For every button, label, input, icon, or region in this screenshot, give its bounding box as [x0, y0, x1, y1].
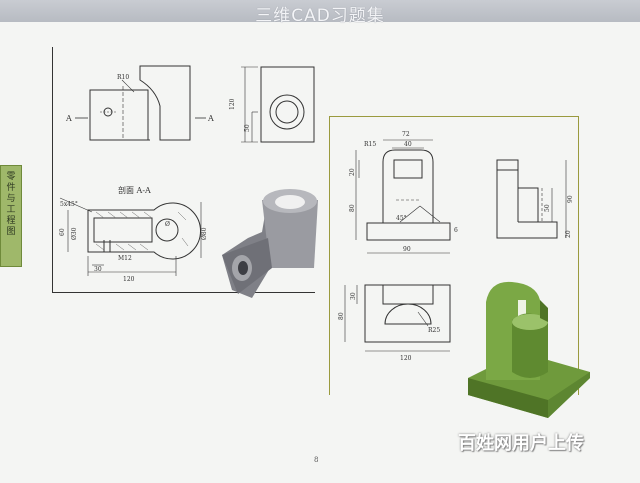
dim-50-side: 50 — [544, 204, 551, 212]
dim-r25: R25 — [428, 327, 440, 334]
dim-40: 40 — [404, 141, 412, 148]
dim-30-top: 30 — [350, 292, 357, 300]
dim-72: 72 — [402, 131, 410, 138]
dim-m12: M12 — [118, 255, 132, 262]
dim-phi30: Ø30 — [71, 227, 78, 240]
dim-r10: R10 — [117, 74, 129, 81]
section-hatching — [95, 211, 189, 251]
section-arrow-a-left: A — [65, 114, 72, 123]
dim-90-bottom: 90 — [403, 246, 411, 253]
dim-120-vertical: 120 — [229, 98, 236, 110]
left-section-view — [59, 197, 202, 276]
right-3d-model — [468, 281, 590, 418]
dim-90-side: 90 — [567, 195, 574, 203]
page-number: 8 — [314, 456, 319, 464]
page-header: 三维CAD习题集 — [0, 0, 640, 26]
left-3d-model — [222, 189, 318, 298]
dim-80-left: 80 — [349, 204, 356, 212]
dim-6: 6 — [454, 227, 458, 234]
dim-30: 30 — [94, 266, 102, 273]
left-front-view — [75, 65, 206, 141]
dim-20-left: 20 — [349, 168, 356, 176]
exercise-left-frame — [52, 47, 315, 293]
dim-45-degrees: 45° — [396, 215, 407, 222]
left-side-view — [241, 66, 315, 143]
chapter-tab: 零件与工程图 — [0, 165, 22, 267]
dim-phi60: 60 — [59, 228, 66, 236]
exercise-right-frame — [329, 116, 579, 395]
dim-80-top: 80 — [338, 312, 345, 320]
dim-r15: R15 — [364, 141, 376, 148]
dim-120: 120 — [123, 276, 135, 283]
right-side-view — [496, 159, 567, 239]
dim-phi: Ø — [165, 221, 170, 228]
right-top-view — [344, 284, 451, 352]
chapter-tab-label: 零件与工程图 — [6, 172, 16, 237]
section-view-title: 剖面 A-A — [118, 185, 151, 195]
dim-50-vertical: 50 — [244, 124, 251, 132]
page-title: 三维CAD习题集 — [255, 6, 385, 26]
right-front-view — [355, 139, 451, 254]
dim-chamfer: 5x45° — [60, 201, 78, 208]
section-arrow-a-right: A — [207, 114, 214, 123]
watermark: 百姓网用户上传 — [458, 433, 584, 454]
dim-phi80: Ø80 — [201, 227, 208, 240]
dim-120-top: 120 — [400, 355, 412, 362]
dim-20-side: 20 — [565, 230, 572, 238]
